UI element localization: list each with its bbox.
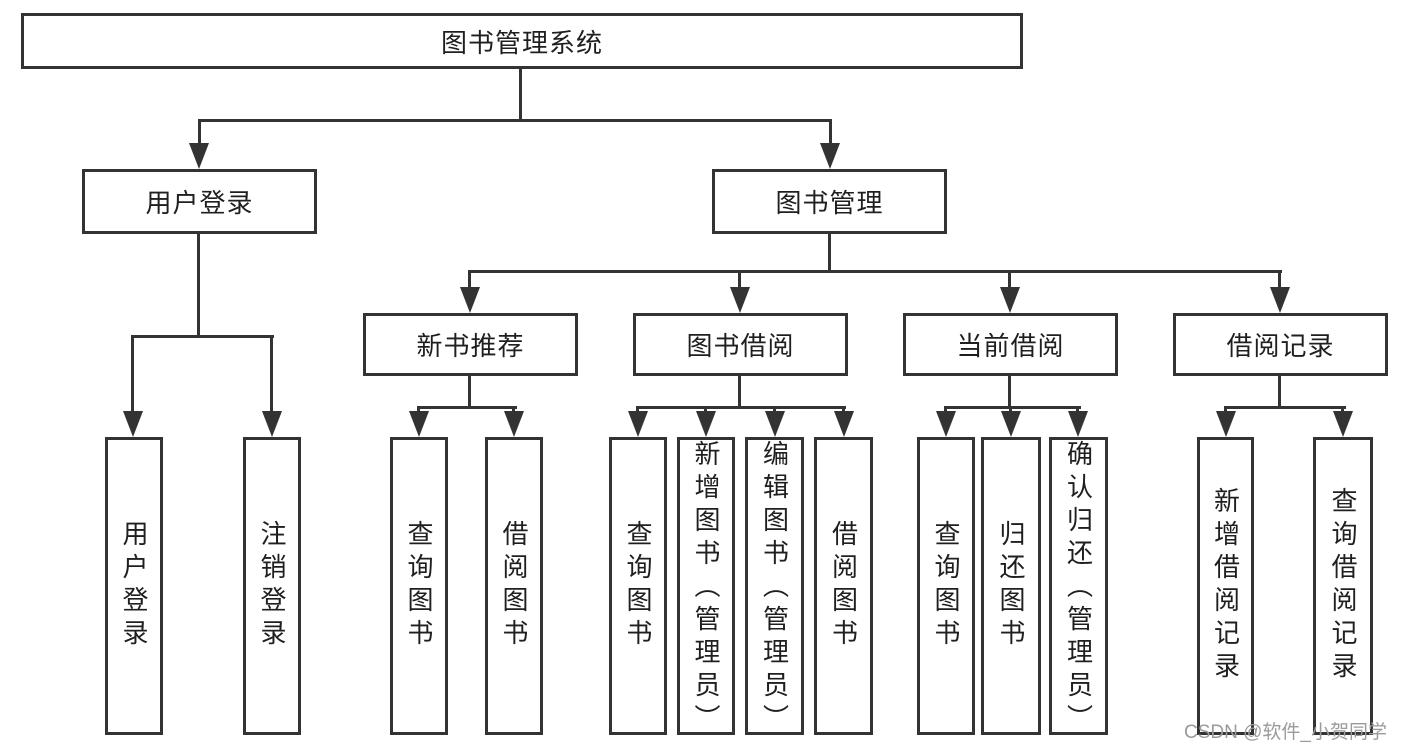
connector-borrow-branch	[636, 406, 846, 409]
leaf-current-confirm-return-admin: 确认归还（管理员）	[1049, 437, 1108, 737]
connector-root-stem	[519, 68, 522, 120]
connector-user-branch	[131, 335, 274, 338]
arrowhead-current-leaf3	[1068, 411, 1088, 437]
arrowhead-book-management	[820, 143, 840, 169]
node-borrow-records: 借阅记录	[1173, 313, 1388, 376]
leaf-records-query-record: 查询借阅记录	[1313, 437, 1373, 735]
leaf-label: 查询图书	[404, 520, 434, 652]
connector-to-current	[1008, 270, 1011, 290]
leaf-label: 用户登录	[119, 520, 149, 652]
connector-current-branch	[944, 406, 1081, 409]
leaf-label: 查询借阅记录	[1328, 487, 1358, 685]
connector-to-user-login	[198, 119, 201, 147]
arrowhead-leaf-user-login	[123, 411, 143, 437]
leaf-label: 确认归还（管理员）	[1063, 440, 1094, 737]
leaf-logout: 注销登录	[243, 437, 301, 735]
connector-current-stem	[1008, 376, 1011, 408]
leaf-current-query-books: 查询图书	[917, 437, 975, 735]
connector-records-stem	[1278, 375, 1281, 408]
arrowhead-borrow-leaf3	[765, 411, 785, 437]
arrowhead-borrow-leaf1	[628, 411, 648, 437]
node-book-management: 图书管理	[712, 169, 947, 234]
csdn-watermark: CSDN @软件_小贺同学	[1184, 722, 1387, 743]
leaf-borrow-borrow-books: 借阅图书	[814, 437, 873, 735]
node-book-borrow: 图书借阅	[633, 313, 848, 376]
leaf-label: 查询图书	[623, 520, 653, 652]
node-current-borrow: 当前借阅	[903, 313, 1118, 376]
connector-to-records	[1278, 270, 1281, 290]
leaf-borrow-add-books-admin: 新增图书（管理员）	[677, 437, 735, 737]
arrowhead-borrow	[730, 287, 750, 313]
arrowhead-current	[1000, 287, 1020, 313]
leaf-label: 新增图书（管理员）	[691, 440, 721, 737]
connector-mgmt-branch	[468, 270, 1282, 273]
leaf-label: 编辑图书（管理员）	[759, 440, 790, 737]
connector-borrow-stem	[738, 376, 741, 408]
arrowhead-leaf-logout	[262, 411, 282, 437]
leaf-label: 借阅图书	[499, 520, 529, 652]
arrowhead-borrow-leaf4	[834, 411, 854, 437]
leaf-records-add-record: 新增借阅记录	[1197, 437, 1254, 735]
connector-recommend-branch	[417, 406, 517, 409]
connector-to-leaf-logout	[270, 335, 273, 415]
leaf-user-login: 用户登录	[105, 437, 163, 735]
connector-to-borrow	[738, 270, 741, 290]
leaf-borrow-edit-books-admin: 编辑图书（管理员）	[745, 437, 804, 737]
leaf-current-return-books: 归还图书	[981, 437, 1041, 735]
leaf-recommend-borrow-books: 借阅图书	[485, 437, 543, 735]
arrowhead-user-login	[189, 143, 209, 169]
connector-user-stem	[197, 234, 200, 337]
arrowhead-recommend	[460, 287, 480, 313]
leaf-label: 新增借阅记录	[1210, 487, 1241, 685]
leaf-borrow-query-books: 查询图书	[609, 437, 667, 735]
node-root: 图书管理系统	[21, 13, 1023, 69]
arrowhead-records-leaf1	[1216, 411, 1236, 437]
connector-root-branch	[198, 119, 832, 122]
connector-to-leaf-user-login	[131, 335, 134, 415]
node-user-login: 用户登录	[82, 169, 317, 234]
connector-to-book-management	[829, 119, 832, 147]
leaf-label: 注销登录	[257, 520, 287, 652]
arrowhead-current-leaf2	[1001, 411, 1021, 437]
leaf-recommend-query-books: 查询图书	[390, 437, 448, 735]
connector-to-recommend	[468, 270, 471, 290]
connector-records-branch	[1224, 406, 1346, 409]
leaf-label: 借阅图书	[828, 520, 859, 652]
arrowhead-records-leaf2	[1333, 411, 1353, 437]
connector-mgmt-stem	[828, 234, 831, 273]
arrowhead-records	[1270, 287, 1290, 313]
connector-recommend-stem	[468, 376, 471, 408]
arrowhead-borrow-leaf2	[696, 411, 716, 437]
leaf-label: 归还图书	[996, 520, 1026, 652]
leaf-label: 查询图书	[931, 520, 961, 652]
arrowhead-recommend-leaf1	[409, 411, 429, 437]
arrowhead-recommend-leaf2	[504, 411, 524, 437]
node-new-book-recommend: 新书推荐	[363, 313, 578, 376]
arrowhead-current-leaf1	[936, 411, 956, 437]
